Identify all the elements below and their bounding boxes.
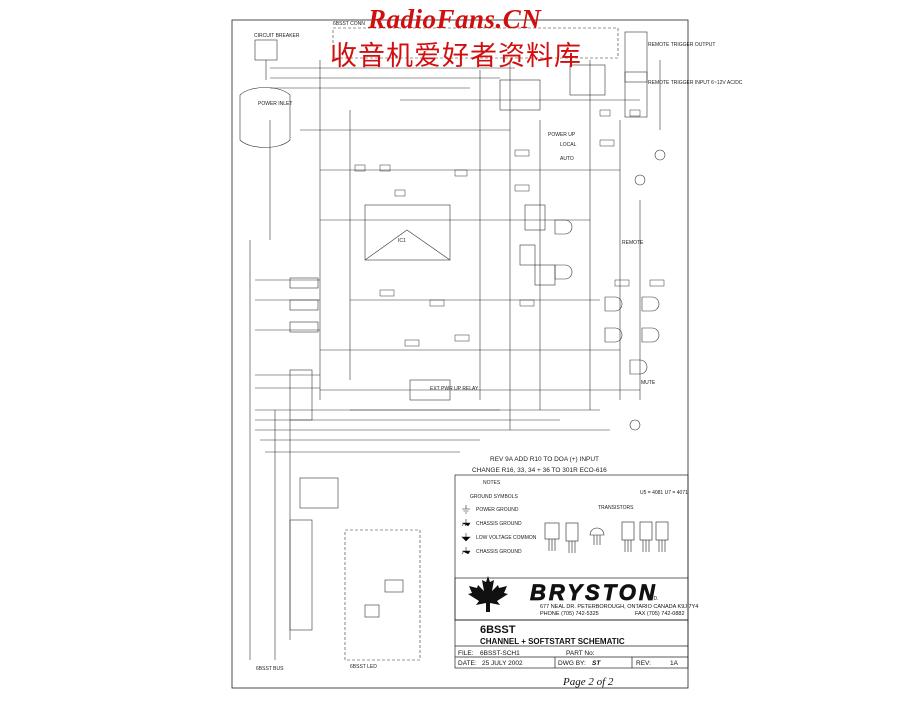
ground-type-2: CHASSIS GROUND	[476, 521, 522, 527]
model-number: 6BSST	[480, 624, 516, 636]
top-bus-label: 6BSST CONN	[333, 21, 365, 27]
remote-label: REMOTE	[622, 240, 644, 246]
company-logo: BRYSTON	[530, 580, 658, 605]
page-number: Page 2 of 2	[563, 676, 614, 688]
notes-title: NOTES	[483, 480, 501, 486]
breaker-label: CIRCUIT BREAKER	[254, 33, 300, 39]
ground-type-1: POWER GROUND	[476, 507, 519, 513]
watermark-chinese: 收音机爱好者资料库	[330, 41, 582, 72]
power-inlet-label: POWER INLET	[258, 101, 292, 107]
rev-label: REV:	[636, 660, 651, 667]
dwg-by-value: ST	[592, 660, 601, 667]
led-region-label: 6BSST LED	[350, 664, 377, 670]
ground-type-3: LOW VOLTAGE COMMON	[476, 535, 537, 541]
remote-trigger-input-label: REMOTE TRIGGER INPUT 6~12V AC/DC	[648, 80, 743, 86]
transistor-packages	[544, 521, 669, 553]
bottom-bus-label: 6BSST BUS	[256, 666, 284, 672]
rev-note-line1: REV 9A ADD R10 TO DOA (+) INPUT	[490, 456, 599, 463]
maple-leaf-logo	[468, 576, 508, 612]
company-address: 677 NEAL DR. PETERBOROUGH, ONTARIO CANAD…	[540, 604, 698, 610]
relay-label: EXT PWR UP RELAY	[430, 386, 479, 392]
gate-ic-note: U5 = 4081 U7 = 4071	[640, 490, 688, 496]
dwg-by-label: DWG BY:	[558, 660, 586, 667]
company-suffix: LTD.	[648, 596, 658, 602]
power-up-label: POWER UP	[548, 132, 576, 138]
remote-trigger-output-label: REMOTE TRIGGER OUTPUT	[648, 42, 715, 48]
part-label: PART No:	[566, 650, 595, 657]
date-label: DATE:	[458, 660, 477, 667]
transistors-title: TRANSISTORS	[598, 505, 634, 511]
drawing-title: CHANNEL + SOFTSTART SCHEMATIC	[480, 637, 625, 646]
sheet-border	[231, 19, 689, 689]
top-connector-frame	[332, 27, 619, 59]
company-phone: PHONE (705) 742-5325	[540, 611, 599, 617]
ground-symbols-list	[461, 505, 471, 555]
ic1-label: IC1	[398, 238, 406, 244]
local-label: LOCAL	[560, 142, 577, 148]
mute-label: MUTE	[641, 380, 656, 386]
file-label: FILE:	[458, 650, 474, 657]
date-value: 25 JULY 2002	[482, 660, 523, 667]
rev-note-line2: CHANGE R16, 33, 34 + 36 TO 301R ECO-616	[472, 467, 607, 474]
ground-symbols-title: GROUND SYMBOLS	[470, 494, 518, 500]
ic1-block	[364, 204, 451, 261]
title-block	[454, 619, 689, 669]
circuit-wiring	[239, 27, 666, 661]
watermark-site: RadioFans.CN	[368, 4, 542, 34]
file-value: 6BSST-SCH1	[480, 650, 520, 657]
ground-type-4: CHASSIS GROUND	[476, 549, 522, 555]
auto-label: AUTO	[560, 156, 574, 162]
rev-value: 1A	[670, 660, 679, 667]
company-fax: FAX (705) 742-0882	[635, 611, 685, 617]
